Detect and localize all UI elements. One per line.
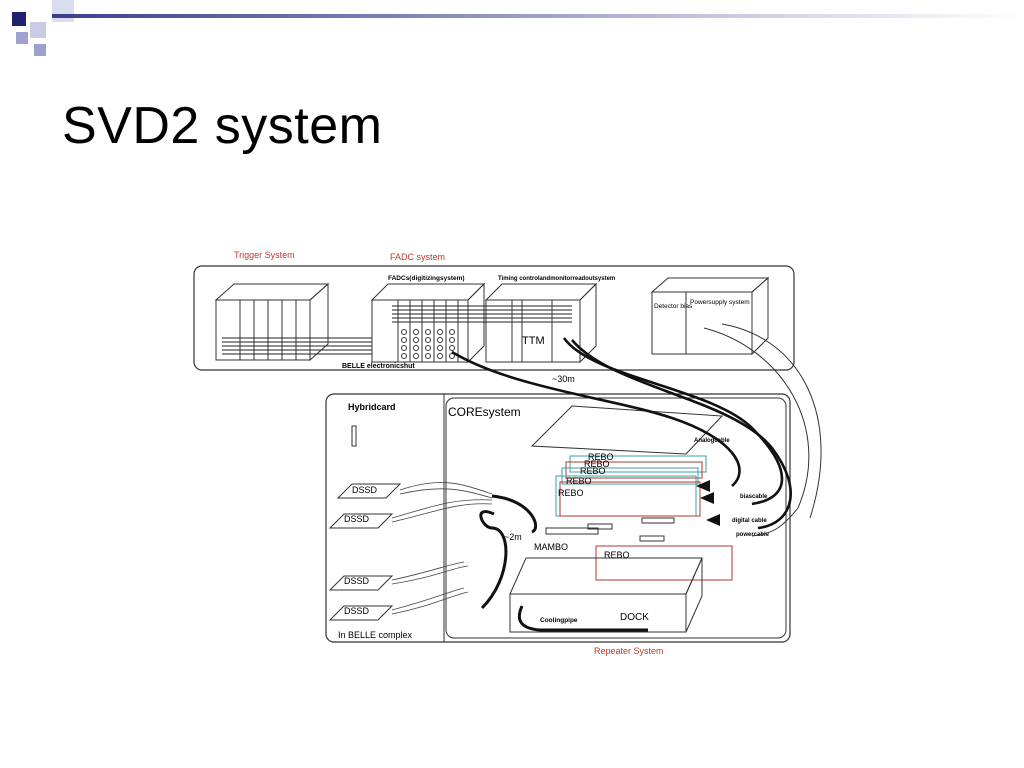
mambo-board xyxy=(545,517,675,542)
analog-cable-label: Analogcable xyxy=(694,438,730,444)
power-cable-label: powercable xyxy=(736,532,770,538)
deco-square-dark xyxy=(12,12,26,26)
rebo-label-1: REBO xyxy=(588,452,614,462)
analog-board xyxy=(530,405,724,455)
deco-square-top xyxy=(52,0,74,22)
belle-complex-enclosure xyxy=(325,393,791,643)
dssd-label-4: DSSD xyxy=(344,606,370,616)
trigger-crate xyxy=(214,282,330,362)
deco-square-light xyxy=(30,22,46,38)
mambo-thick-cable xyxy=(479,494,538,610)
dssd-label-2: DSSD xyxy=(344,514,370,524)
hybrid-card-label: Hybridcard xyxy=(348,402,396,412)
rebo-label-5: REBO xyxy=(558,488,584,498)
dssd-modules xyxy=(328,483,402,621)
digital-cable-label: digital cable xyxy=(732,518,767,524)
slide-title: SVD2 system xyxy=(62,97,383,155)
mambo-label: MAMBO xyxy=(534,542,568,552)
long-cables xyxy=(451,337,792,530)
belle-hut-enclosure xyxy=(193,265,795,371)
rebo-label-2: REBO xyxy=(584,459,610,469)
timing-crate: Timing controlandmonitorreadoutsystem TT… xyxy=(484,276,615,364)
power-supply-crate: Detector bias Powersupply system xyxy=(650,276,770,356)
distance-30m-label: ~30m xyxy=(552,374,575,384)
dock-box xyxy=(509,557,703,633)
ttm-label: TTM xyxy=(522,335,545,347)
core-system-box xyxy=(445,397,787,639)
cable-arrowheads xyxy=(696,480,720,526)
fadc-bus-lines xyxy=(392,305,572,323)
cable-labels: biascable digital cable powercable xyxy=(732,494,770,538)
hybrid-card-icon xyxy=(351,425,357,447)
rebo-label-4: REBO xyxy=(566,476,592,486)
dock-label: DOCK xyxy=(620,612,649,623)
fadc-system-label: FADC system xyxy=(390,252,445,262)
fadcs-label: FADCs(digitizingsystem) xyxy=(388,275,465,282)
deco-square-mid xyxy=(16,32,28,44)
timing-label: Timing controlandmonitorreadoutsystem xyxy=(498,276,615,282)
detector-bias-label: Detector bias xyxy=(654,303,693,310)
distance-2m-label: ~2m xyxy=(504,532,522,542)
trigger-bus-lines xyxy=(222,337,372,355)
thin-cables xyxy=(703,323,822,537)
rebo-label-3: REBO xyxy=(580,466,606,476)
dssd-label-3: DSSD xyxy=(344,576,370,586)
cooling-pipe-label: Coolingpipe xyxy=(540,617,578,624)
core-system-label: COREsystem xyxy=(448,405,521,419)
power-supply-label: Powersupply system xyxy=(690,299,750,306)
svd2-system-diagram: Trigger System FADC system FADCs(digitiz… xyxy=(193,250,822,656)
cooling-pipe xyxy=(517,605,648,632)
belle-complex-label: In BELLE complex xyxy=(338,630,413,640)
rebo-stack xyxy=(555,455,707,517)
rebo-lower-label: REBO xyxy=(604,550,630,560)
bias-cable-label: biascable xyxy=(740,494,768,500)
rebo-lower xyxy=(595,545,733,581)
dssd-label-1: DSSD xyxy=(352,485,378,495)
deco-square-light-2 xyxy=(34,44,46,56)
title-rule xyxy=(52,14,1024,18)
belle-hut-label: BELLE electronicshut xyxy=(342,363,415,370)
trigger-system-label: Trigger System xyxy=(234,250,295,260)
dssd-flex-cables xyxy=(391,482,493,615)
repeater-system-label: Repeater System xyxy=(594,646,664,656)
